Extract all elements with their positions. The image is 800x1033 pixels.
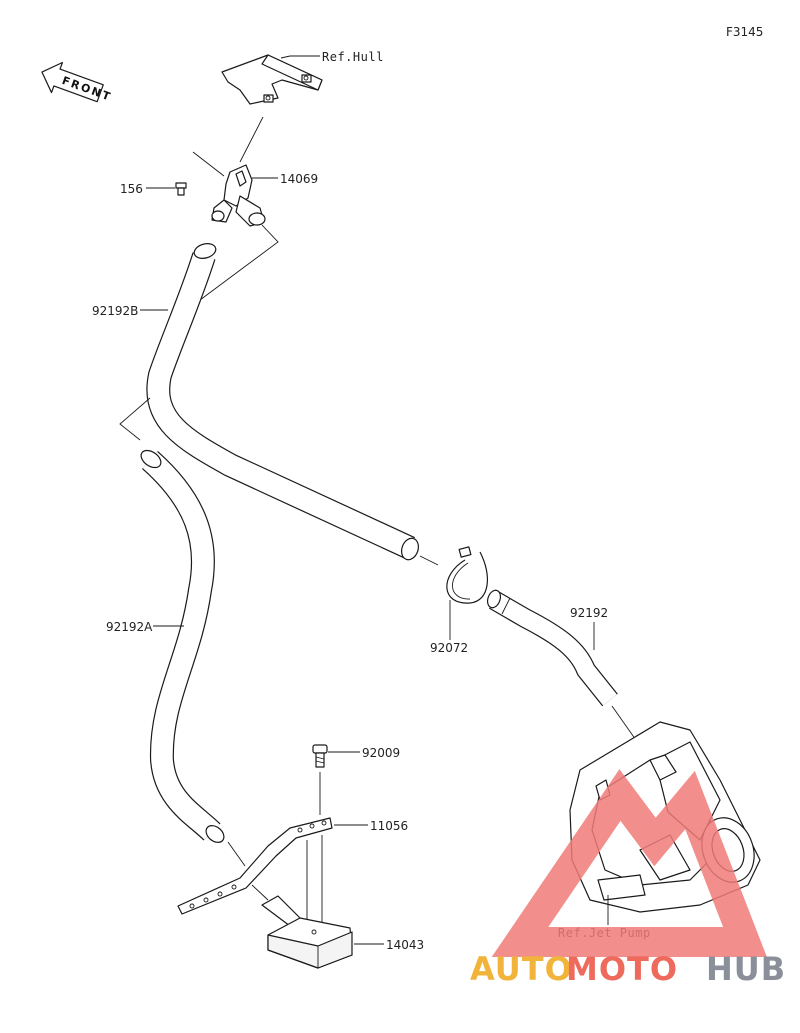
part-92192B-label: 92192B <box>92 304 138 318</box>
watermark-part2: MOTO <box>566 950 678 988</box>
hose-92192A <box>140 449 225 843</box>
part-156-label: 156 <box>120 182 143 196</box>
box-14043 <box>261 895 353 969</box>
part-11056-label: 11056 <box>370 819 408 833</box>
part-92192A-label: 92192A <box>106 620 153 634</box>
part-92072-label: 92072 <box>430 641 468 655</box>
hose-92192 <box>486 589 618 707</box>
bolt-92009 <box>312 744 328 768</box>
bracket-11056 <box>177 817 333 915</box>
watermark-part1: AUTO <box>470 950 573 988</box>
part-92192-label: 92192 <box>570 606 608 620</box>
ref-hull-label: Ref.Hull <box>322 50 384 64</box>
part-14069-label: 14069 <box>280 172 318 186</box>
clamp-92072 <box>446 546 488 604</box>
watermark-logo: AUTO MOTO HUB <box>470 769 786 988</box>
leader-ref-hull <box>280 55 320 59</box>
part-92009-label: 92009 <box>362 746 400 760</box>
part-14043-label: 14043 <box>386 938 424 952</box>
figure-code: F3145 <box>726 25 763 39</box>
hull-bracket <box>221 54 323 105</box>
leader-156-to-fitting <box>192 151 225 177</box>
leader-hose-a-to-bracket <box>227 841 246 867</box>
screw-156 <box>175 182 187 196</box>
fitting-14069 <box>211 164 266 227</box>
leader-bracket-to-box <box>251 884 269 901</box>
hose-92192B <box>146 243 420 561</box>
front-arrow-icon: FRONT <box>41 61 114 104</box>
leader-fitting-to-hose <box>199 224 279 301</box>
leader-hose-to-clamp <box>419 555 439 566</box>
watermark-part3: HUB <box>706 950 786 988</box>
leader-hull-to-fitting <box>239 116 264 163</box>
leader-hose-b-to-a <box>119 397 151 441</box>
